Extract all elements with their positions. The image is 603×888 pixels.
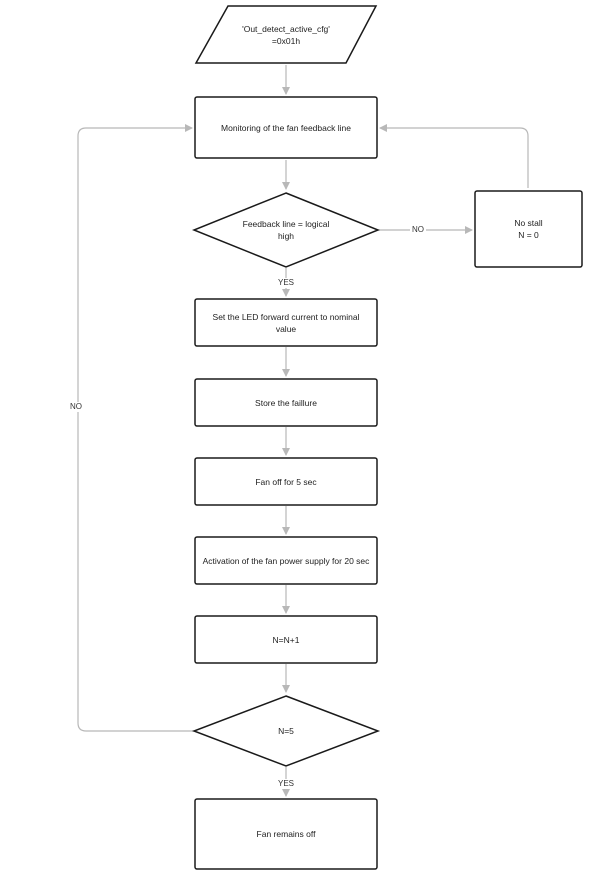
config-parallelogram — [194, 5, 378, 64]
feedback-no-label: NO — [410, 225, 426, 235]
set-led-label: Set the LED forward current to nominal v… — [212, 311, 360, 334]
activation-label: Activation of the fan power supply for 2… — [202, 555, 370, 566]
set-led-box — [194, 298, 378, 347]
config-label: 'Out_detect_active_cfg' =0x01h — [242, 24, 330, 46]
edge-nostall-to-monitor — [379, 124, 529, 188]
feedback-diamond — [191, 192, 381, 268]
fan-off-label: Fan off for 5 sec — [255, 476, 317, 487]
edge-check-no — [77, 124, 194, 732]
check-n-diamond — [191, 695, 381, 767]
increment-box — [194, 615, 378, 664]
increment-label: N=N+1 — [272, 634, 300, 645]
check-yes-label: YES — [276, 779, 297, 789]
monitor-label: Monitoring of the fan feedback line — [221, 122, 351, 133]
store-box — [194, 378, 378, 427]
no-stall-label: No stall N = 0 — [514, 218, 543, 240]
remains-off-label: Fan remains off — [256, 829, 316, 839]
monitor-box — [194, 96, 378, 159]
fan-off-box — [194, 457, 378, 506]
feedback-label: Feedback line = logical high — [242, 219, 330, 241]
connectors — [77, 65, 529, 797]
activation-box — [194, 536, 378, 585]
check-no-label: NO — [68, 402, 84, 412]
remains-off-box — [194, 798, 378, 870]
store-label: Store the faillure — [255, 397, 317, 408]
feedback-yes-label: YES — [276, 278, 297, 288]
shapes — [191, 5, 583, 870]
check-n-label: N=5 — [278, 726, 294, 736]
no-stall-box — [474, 190, 583, 268]
